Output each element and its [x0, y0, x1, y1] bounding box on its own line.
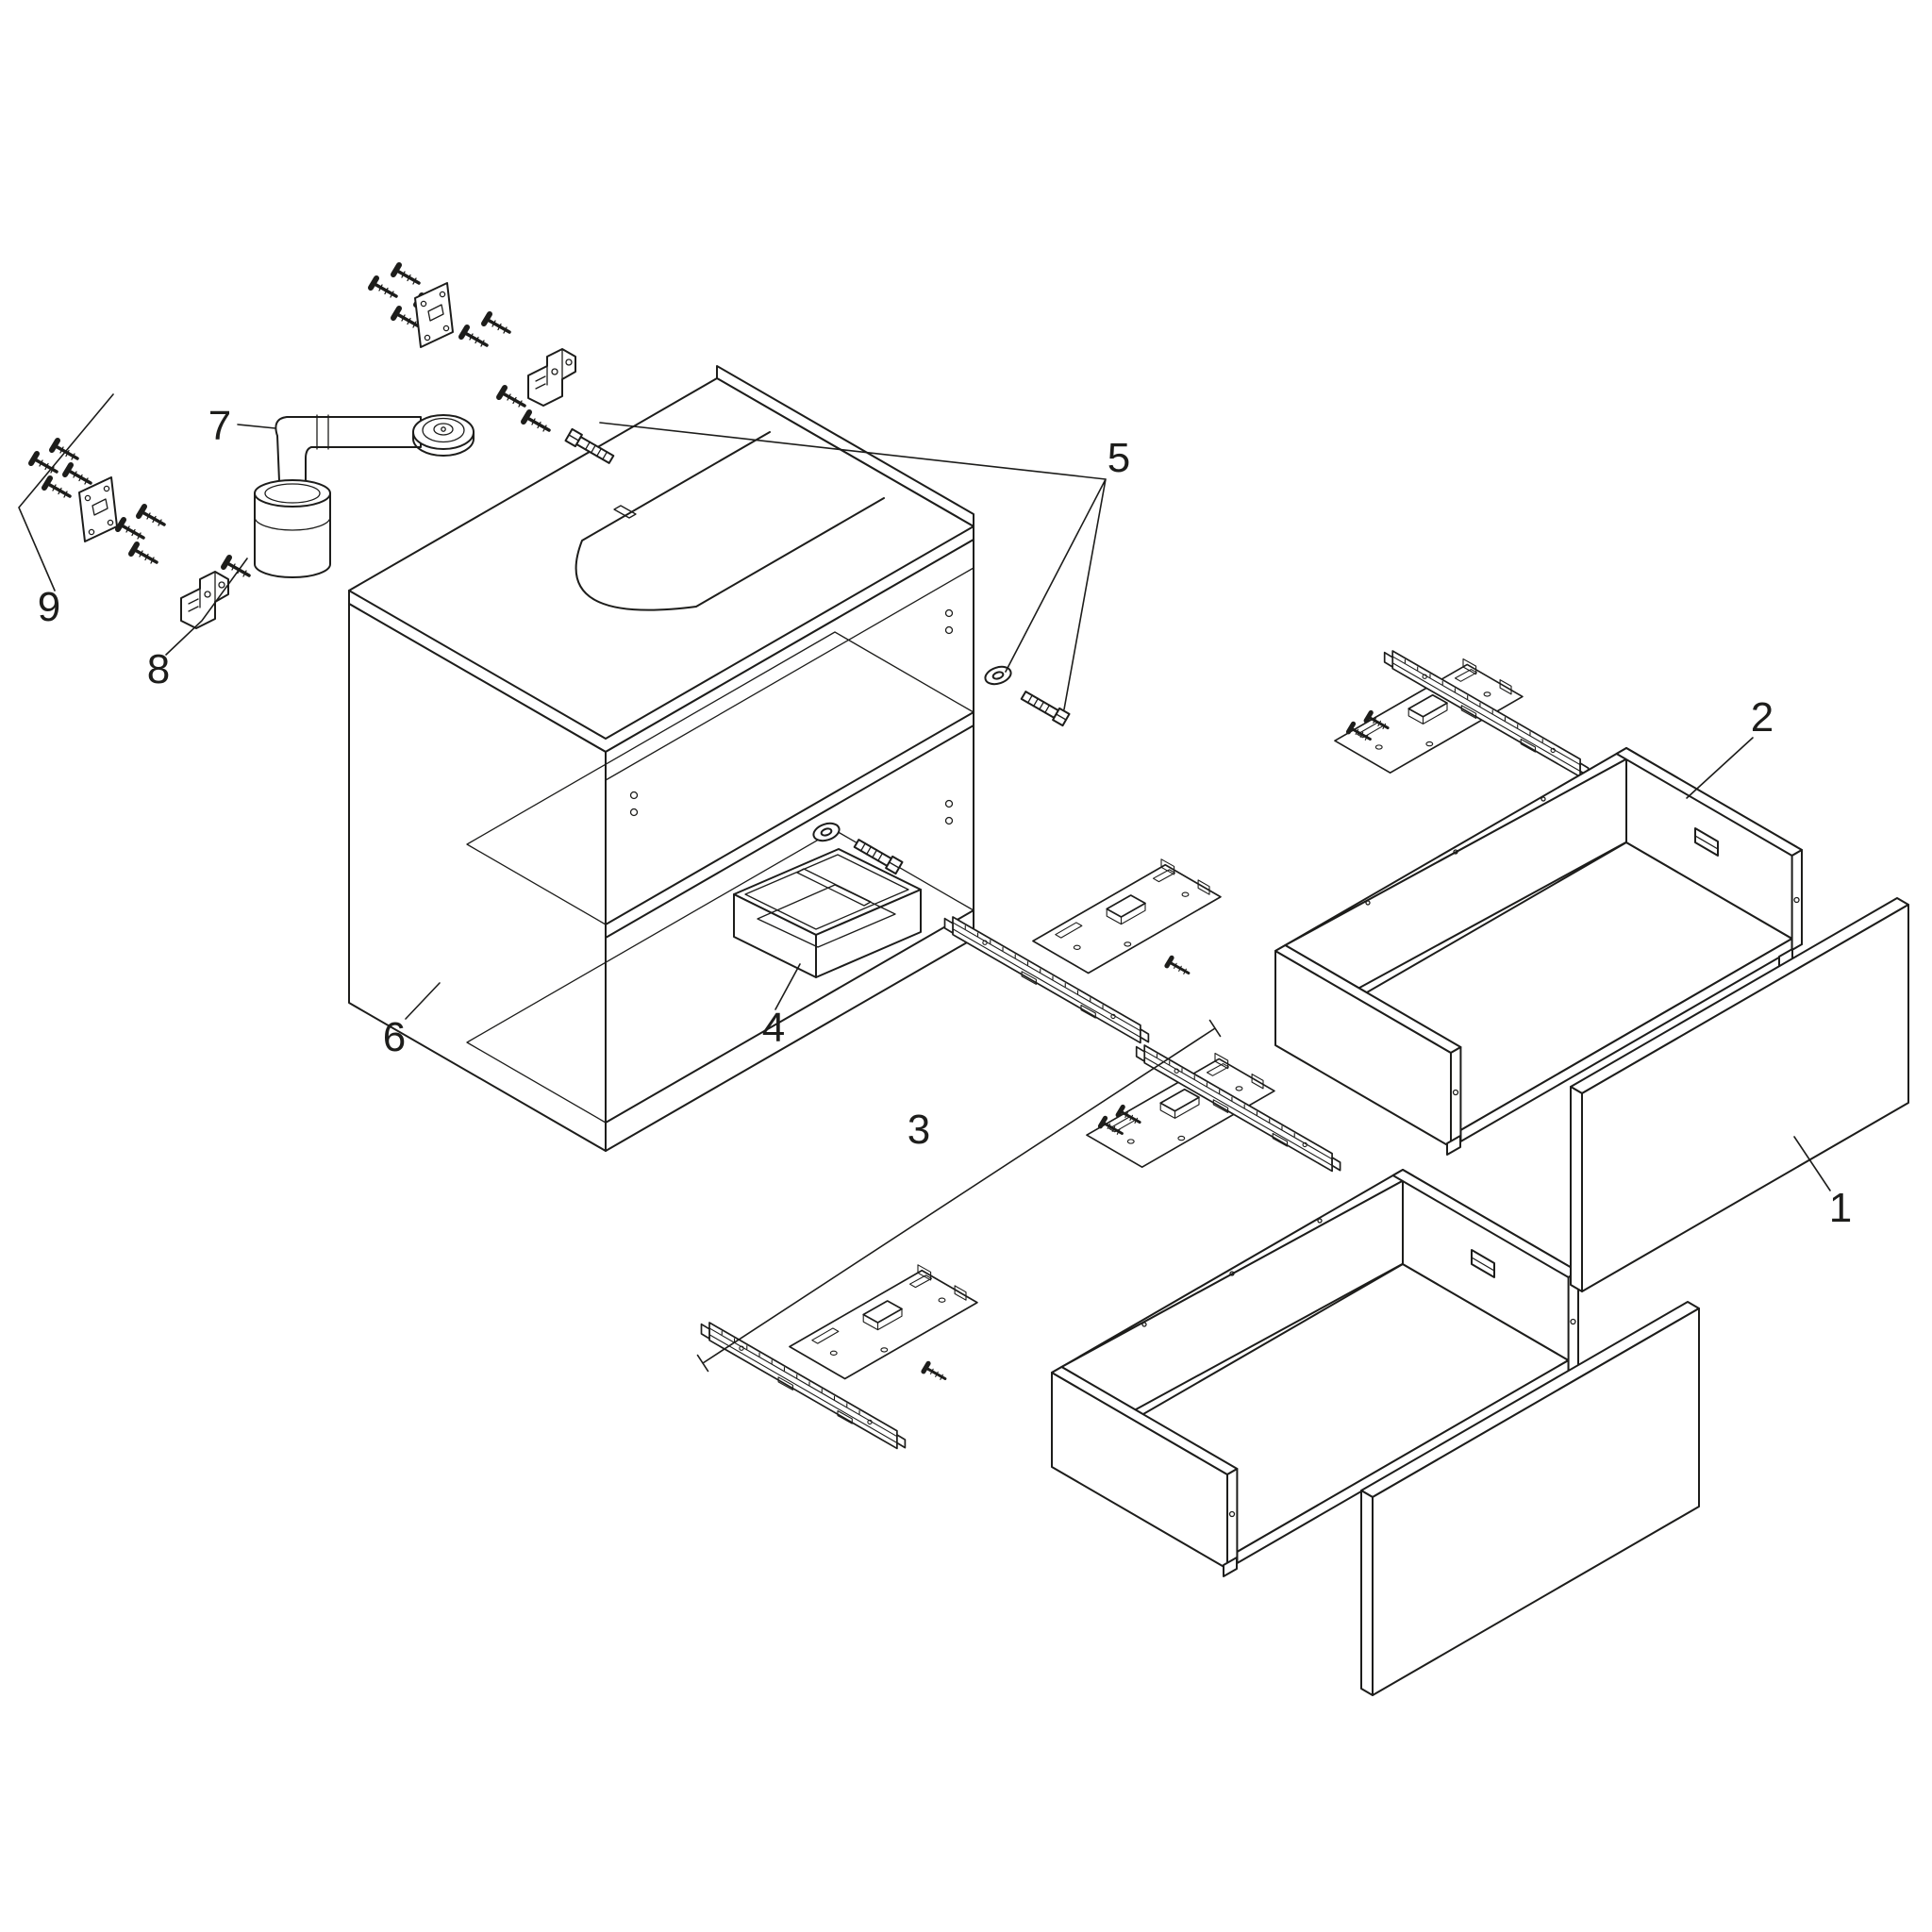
leader-lines: [18, 393, 1831, 1373]
rail-kit: [1335, 651, 1589, 776]
mounting-hardware-left: [31, 441, 164, 563]
screw: [44, 478, 70, 497]
rail-kit: [945, 859, 1221, 1043]
screw: [139, 507, 164, 525]
screw: [118, 520, 143, 539]
fixing-set: [982, 662, 1071, 727]
part-label-8: 8: [147, 646, 170, 692]
part-label-7: 7: [208, 403, 231, 449]
part-labels: 1 2 3 4 5 6 7 8 9: [38, 403, 1852, 1231]
storage-tray: [733, 848, 922, 978]
screw: [131, 544, 157, 563]
screw: [31, 454, 57, 473]
hanger-bracket: [527, 348, 576, 407]
screw: [461, 327, 487, 346]
part-label-5: 5: [1108, 435, 1130, 481]
screw: [52, 441, 77, 459]
part-label-4: 4: [762, 1005, 785, 1051]
part-label-1: 1: [1829, 1185, 1852, 1231]
rail-kit: [702, 1265, 977, 1449]
rail-kit: [1087, 1045, 1341, 1171]
siphon-trap: [254, 414, 475, 578]
part-label-9: 9: [38, 584, 60, 630]
screw: [484, 314, 509, 333]
screw: [499, 388, 525, 407]
part-label-6: 6: [383, 1014, 406, 1060]
screw: [393, 308, 419, 327]
bolt: [1020, 691, 1071, 727]
mount-plate: [78, 476, 118, 542]
cabinet-body: [348, 365, 974, 1152]
screw: [371, 278, 396, 297]
bracket-kit: [180, 558, 249, 629]
screw: [393, 265, 419, 284]
part-label-3: 3: [908, 1107, 930, 1153]
screw: [65, 465, 91, 484]
screw: [524, 412, 549, 431]
hanger-bracket: [180, 571, 229, 629]
part-label-2: 2: [1751, 694, 1774, 741]
